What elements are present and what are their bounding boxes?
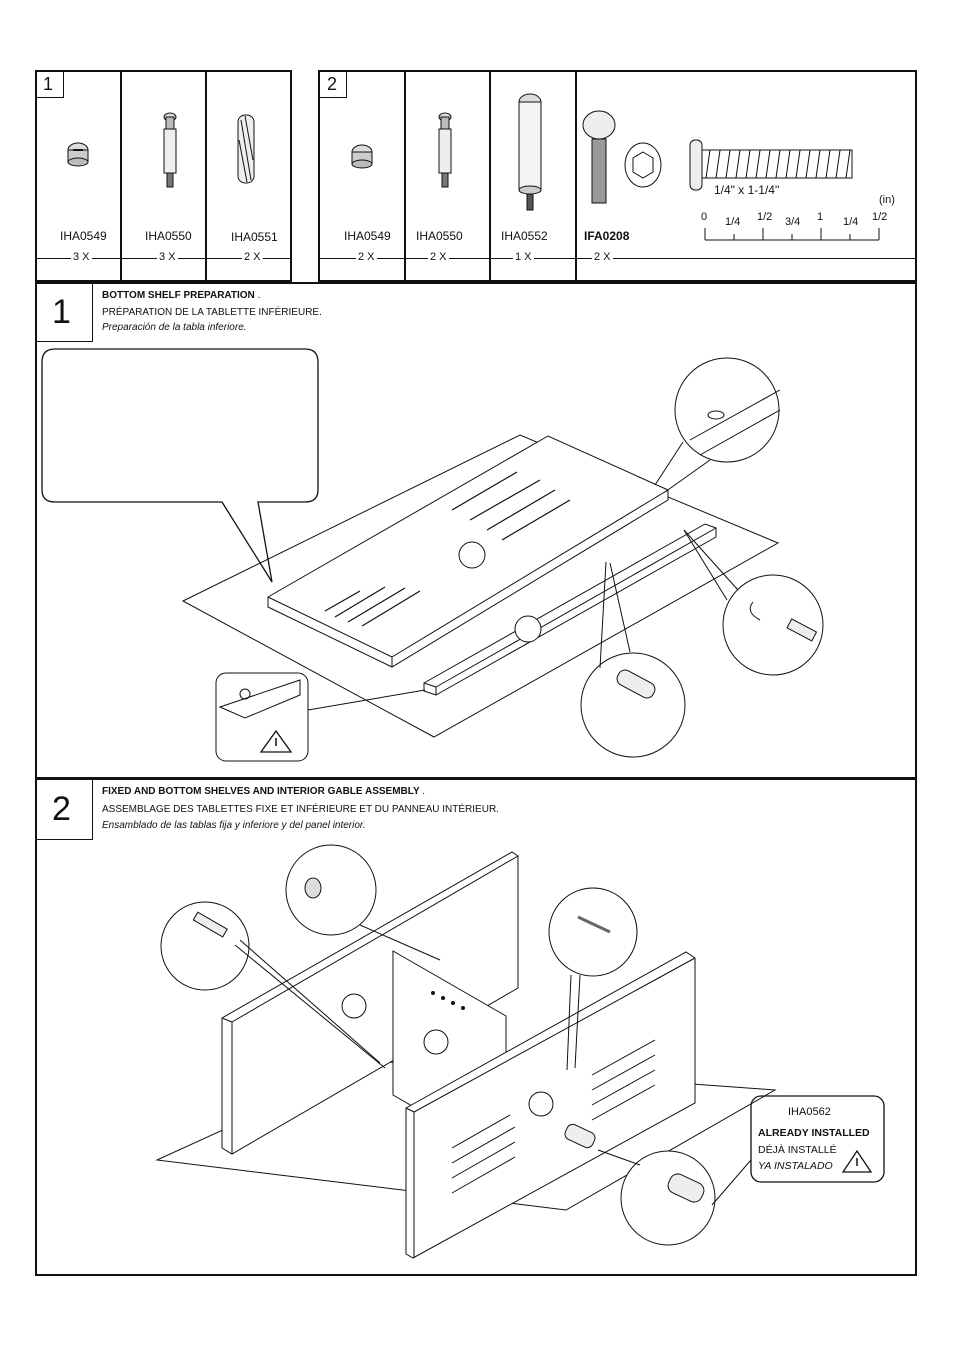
step-1-title-es: Preparación de la tabla inferiore. <box>102 322 247 333</box>
callout-code: IHA0550 <box>181 951 224 963</box>
part-label-8: 8 <box>522 618 531 638</box>
callout-qty: 2 X <box>191 964 208 976</box>
part-label-7: 7 <box>535 1093 544 1113</box>
part-qty: 3 X <box>71 251 92 263</box>
step-1-number: 1 <box>52 293 71 331</box>
callout-qty: 3 X <box>743 414 760 426</box>
callout-code: IHA0549 <box>321 898 364 910</box>
callout-qty: 2 X <box>596 894 613 906</box>
detail-letter: O <box>739 445 748 457</box>
step-2-number: 2 <box>52 790 71 828</box>
installed-text-fr: DÉJÀ INSTALLÉ <box>758 1144 837 1156</box>
step-2-title-fr: ASSEMBLAGE DES TABLETTES FIXE ET INFÉRIE… <box>102 804 499 815</box>
divider <box>489 70 491 282</box>
part-code: IHA0549 <box>344 229 391 243</box>
part-qty: 2 X <box>242 251 263 263</box>
hardware-panel-2-number-box <box>318 70 347 98</box>
part-code: IFA0208 <box>584 229 630 243</box>
divider <box>575 70 577 282</box>
callout-code: IHA0552 <box>631 1216 674 1228</box>
note-text-fr: - IL EST RECOMMANDÉ DE TRAVAILLER SUR LE… <box>67 415 263 449</box>
note-text-es: - ES RECOMENDADO TRABAJAR SOBRE UN CARTO… <box>68 458 274 492</box>
installed-text-es: YA INSTALADO <box>758 1160 833 1172</box>
callout-code: IHA0550 <box>736 633 779 645</box>
part-code: IHA0550 <box>145 229 192 243</box>
step-2-title-en-text: FIXED AND BOTTOM SHELVES AND INTERIOR GA… <box>102 786 420 797</box>
callout-code: IHA0558 <box>576 956 619 968</box>
divider <box>404 70 406 282</box>
part-label-4: 4 <box>348 995 357 1015</box>
ruler-tick-label: 1 <box>817 211 824 223</box>
step-1-title-suffix: . <box>257 290 261 301</box>
ruler-tick-label: 1/2 <box>757 211 773 223</box>
ruler-tick-label: 1/4 <box>725 216 741 228</box>
step-1-title-en-text: BOTTOM SHELF PREPARATION <box>102 290 255 301</box>
part-code: IHA0549 <box>60 229 107 243</box>
callout-qty: 1 X <box>576 942 593 954</box>
callout-code: IHA0549 <box>729 400 772 412</box>
ruler-tick-label: 1/2 <box>872 211 888 223</box>
installed-code: IHA0562 <box>788 1106 831 1118</box>
callout-qty: 2 X <box>611 723 628 735</box>
part-qty: 2 X <box>356 251 377 263</box>
step-2-title-es: Ensamblado de las tablas fija y inferior… <box>102 820 366 831</box>
step-1-title-fr: PRÉPARATION DE LA TABLETTE INFÉRIEURE. <box>102 307 322 318</box>
ruler-tick-label: 1/4 <box>843 216 859 228</box>
part-label-6: 6 <box>430 1031 439 1051</box>
hardware-panel-1 <box>35 70 292 282</box>
step-2-title-suffix: . <box>422 786 425 797</box>
hardware-panel-1-number: 1 <box>43 74 54 94</box>
step-2-title-en: FIXED AND BOTTOM SHELVES AND INTERIOR GA… <box>102 786 425 797</box>
note-text-en: - WE RECOMMEND TO WORK ON CARDBOARD TO P… <box>55 385 264 407</box>
note-heading: NOTE / NOTE / NOTA <box>94 359 234 375</box>
ruler-unit-label: (in) <box>879 194 895 206</box>
ruler-tick-label: 0 <box>701 211 708 223</box>
part-label-7: 7 <box>466 544 475 564</box>
hardware-panel-2 <box>318 70 917 282</box>
callout-qty: 3 X <box>748 647 765 659</box>
step-2-number-box <box>35 778 93 840</box>
part-code: IHA0550 <box>416 229 463 243</box>
qty-rule <box>320 258 915 259</box>
part-qty: 2 X <box>428 251 449 263</box>
callout-code: IHA0551 <box>597 709 640 721</box>
step-1-number-box <box>35 282 93 342</box>
part-code: IHA0551 <box>231 230 278 244</box>
hardware-panel-1-number-box <box>35 70 64 98</box>
screw-size-label: 1/4" x 1-1/4" <box>714 183 780 197</box>
part-qty: 3 X <box>157 251 178 263</box>
callout-qty: 2 X <box>330 912 347 924</box>
divider <box>120 70 122 282</box>
installed-text-en: ALREADY INSTALLED <box>758 1127 870 1139</box>
ruler-tick-label: 3/4 <box>785 216 801 228</box>
step-1-title-en: BOTTOM SHELF PREPARATION . <box>102 290 260 301</box>
part-qty: 1 X <box>513 251 534 263</box>
step-2-panel <box>35 778 917 1276</box>
callout-code: IFA0208 <box>586 908 627 920</box>
part-code: IHA0552 <box>501 229 548 243</box>
hardware-panel-2-number: 2 <box>327 74 338 94</box>
divider <box>205 70 207 282</box>
callout-qty: 1 X <box>633 1202 650 1214</box>
part-qty: 2 X <box>592 251 613 263</box>
step-1-panel <box>35 282 917 779</box>
